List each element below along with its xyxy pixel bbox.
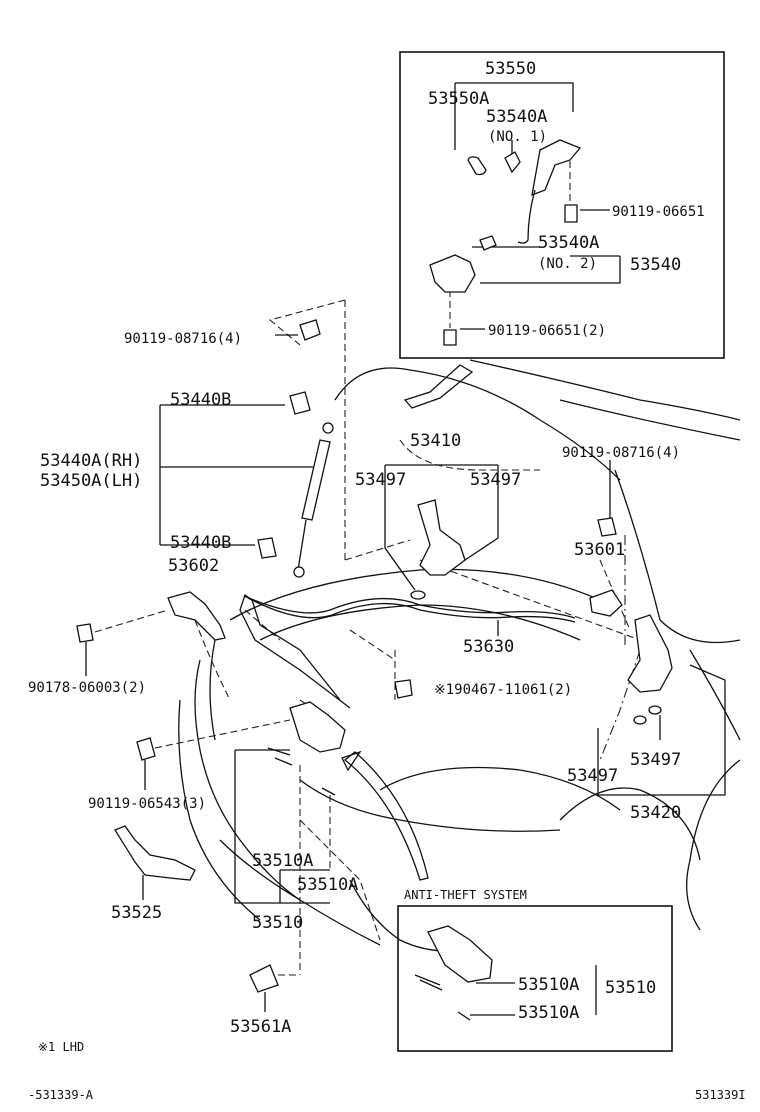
anti-theft-title: ANTI-THEFT SYSTEM	[404, 888, 527, 902]
hood-hinge-assembly: 53410 53497 53497	[355, 431, 521, 600]
inset-frame	[399, 51, 725, 359]
label-no1: (NO. 1)	[488, 129, 547, 145]
label-anti-theft-53510a-b: 53510A	[518, 1003, 579, 1023]
label-53497-a: 53497	[355, 470, 406, 490]
label-53561a: 53561A	[230, 1017, 291, 1037]
label-53497-d: 53497	[630, 750, 681, 770]
label-53420: 53420	[630, 803, 681, 823]
hood-support-assembly: 90119-08716(4) 53440B 53440A(RH) 53450A(…	[40, 319, 334, 578]
footnote-lhd: ※1 LHD	[38, 1040, 84, 1054]
label-53550a: 53550A	[428, 89, 489, 109]
label-53440b-top: 53440B	[170, 390, 231, 410]
anti-theft-frame	[397, 905, 673, 1052]
label-53540: 53540	[630, 255, 681, 275]
hinge-cushion-right-b	[633, 715, 647, 725]
hood-lock-assembly: 90119-06543(3) 53510A 53510A 53510	[88, 701, 358, 975]
label-53450a-lh: 53450A(LH)	[40, 471, 142, 491]
lever-clip-part	[504, 151, 521, 174]
release-lever-part	[167, 591, 226, 641]
lower-parts: 53525 53561A	[111, 825, 300, 1037]
hood-hinge-part	[417, 499, 466, 576]
release-cable-assembly: 53630 ※190467-11061(2)	[239, 593, 576, 709]
hood-lock-lever-part	[531, 139, 582, 197]
inset-hood-lock-detail: 53550 53550A 53540A (NO. 1) 90119-06651 …	[399, 51, 725, 359]
label-90119-08716-left: 90119-08716(4)	[124, 331, 242, 347]
ball-stud-bottom	[257, 537, 277, 559]
right-hood-hinge	[627, 614, 673, 693]
hinge-cushion-left	[410, 590, 426, 600]
hood-lock-switch-53525	[114, 825, 196, 881]
bolt-90119-06543	[136, 737, 156, 761]
hood-lock-part	[289, 701, 346, 753]
label-53510a-a: 53510A	[252, 851, 313, 871]
label-90119-06543: 90119-06543(3)	[88, 796, 206, 812]
label-53602: 53602	[168, 556, 219, 576]
cover-53561a	[249, 964, 279, 993]
hinge-bracket-53601	[589, 589, 623, 617]
label-53510a-b: 53510A	[297, 875, 358, 895]
release-lever-assembly: 53602 90178-06003(2)	[28, 556, 226, 696]
footer: ※1 LHD -531339-A 531339I	[28, 1040, 746, 1102]
cable-clamp	[394, 679, 413, 699]
label-anti-theft-53510a-a: 53510A	[518, 975, 579, 995]
label-53440b-bottom: 53440B	[170, 533, 231, 553]
label-53410: 53410	[410, 431, 461, 451]
label-anti-theft-53510: 53510	[605, 978, 656, 998]
label-53630: 53630	[463, 637, 514, 657]
label-53497-b: 53497	[470, 470, 521, 490]
support-lever-part	[429, 254, 476, 293]
label-53497-c: 53497	[567, 766, 618, 786]
label-53601: 53601	[574, 540, 625, 560]
inset-anti-theft: ANTI-THEFT SYSTEM 53510A 53510A 53510	[397, 888, 673, 1052]
label-53540a-no1: 53540A	[486, 107, 547, 127]
label-no2: (NO. 2)	[538, 256, 597, 272]
label-90467-11061: ※190467-11061(2)	[434, 682, 572, 698]
ball-stud-top	[289, 391, 311, 415]
hood-support-strut	[301, 439, 331, 521]
label-90178-06003: 90178-06003(2)	[28, 680, 146, 696]
cable-clip-part	[467, 156, 487, 176]
bolt-part	[564, 204, 578, 223]
hinge-cushion-right-a	[648, 705, 662, 715]
label-90119-06651-2: 90119-06651(2)	[488, 323, 606, 339]
bolt-top-left	[299, 319, 321, 341]
diagram-code-right: 531339I	[695, 1088, 746, 1102]
label-90119-08716-right: 90119-08716(4)	[562, 445, 680, 461]
clip-90178	[76, 623, 94, 643]
label-53550: 53550	[485, 59, 536, 79]
cable-end-part	[479, 235, 497, 251]
bolt-part-2	[443, 329, 457, 346]
label-53440a-rh: 53440A(RH)	[40, 451, 142, 471]
label-53510: 53510	[252, 913, 303, 933]
label-53540a-no2: 53540A	[538, 233, 599, 253]
label-53525: 53525	[111, 903, 162, 923]
diagram-code-left: -531339-A	[28, 1088, 94, 1102]
bolt-right	[597, 517, 617, 537]
label-90119-06651: 90119-06651	[612, 204, 705, 220]
anti-theft-lock-part	[427, 925, 493, 983]
right-hood-hinge-assembly: 90119-08716(4) 53601 53497 53497 53420	[562, 445, 726, 823]
